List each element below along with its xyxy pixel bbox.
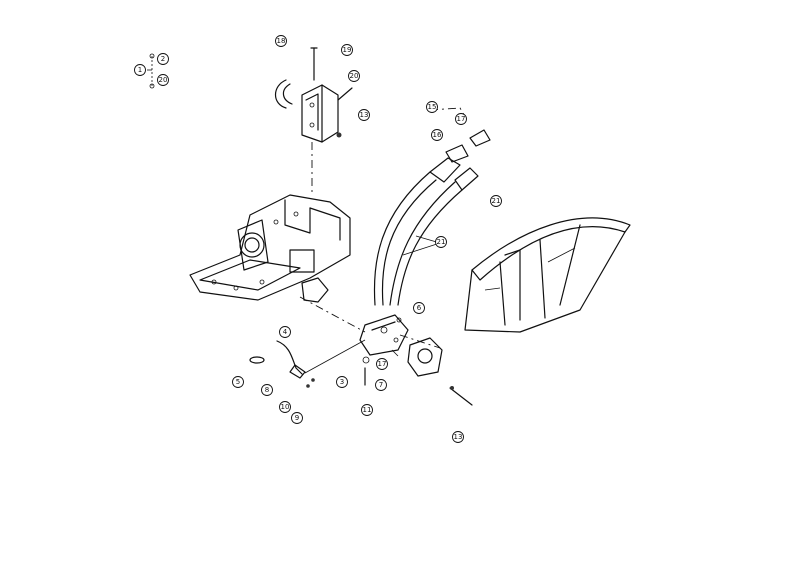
callout-circle: [375, 379, 387, 391]
callout-20: 20: [348, 70, 360, 82]
callout-number: 19: [343, 46, 352, 54]
callout-17: 17: [376, 358, 388, 370]
callout-number: 4: [283, 328, 288, 336]
callout-number: 15: [428, 103, 437, 111]
callout-10: 10: [279, 401, 291, 413]
callout-number: 1: [138, 66, 142, 74]
callout-20: 20: [157, 74, 169, 86]
callout-circle: [279, 401, 291, 413]
callout-circle: [134, 64, 146, 76]
callout-number: 20: [159, 76, 168, 84]
callout-number: 13: [454, 433, 463, 441]
callout-circle: [232, 376, 244, 388]
callout-number: 3: [340, 378, 344, 386]
callout-number: 20: [350, 72, 359, 80]
callout-circle: [261, 384, 273, 396]
callout-circle: [435, 236, 447, 248]
callout-number: 7: [379, 381, 383, 389]
callout-circle: [376, 358, 388, 370]
callout-circle: [157, 74, 169, 86]
callout-4: 4: [279, 326, 291, 338]
callout-16: 16: [431, 129, 443, 141]
callout-circle: [413, 302, 425, 314]
callout-circle: [455, 113, 467, 125]
callout-number: 16: [433, 131, 442, 139]
small-fastener-group: [147, 53, 155, 89]
callout-5: 5: [232, 376, 244, 388]
callout-circle: [361, 404, 373, 416]
callout-7: 7: [375, 379, 387, 391]
callout-number: 6: [417, 304, 422, 312]
callout-number: 10: [281, 403, 290, 411]
callout-labels: 1 2 20 18 19 20 13 15 16 17 21 21 4 5 8 10 9 3 11 17 6 7 13: [134, 35, 502, 443]
callout-circle: [431, 129, 443, 141]
callout-number: 21: [437, 238, 446, 246]
callout-11: 11: [361, 404, 373, 416]
callout-circle: [452, 431, 464, 443]
callout-9: 9: [291, 412, 303, 424]
callout-number: 13: [360, 111, 369, 119]
callout-circle: [358, 109, 370, 121]
callout-number: 18: [277, 37, 286, 45]
callout-13: 13: [452, 431, 464, 443]
callout-number: 2: [161, 55, 165, 63]
callout-number: 9: [295, 414, 299, 422]
callout-circle: [157, 53, 169, 65]
callout-number: 21: [492, 197, 501, 205]
callout-8: 8: [261, 384, 273, 396]
callout-13: 13: [358, 109, 370, 121]
callout-1: 1: [134, 64, 146, 76]
callout-circle: [336, 376, 348, 388]
callout-number: 5: [236, 378, 240, 386]
callout-number: 11: [363, 406, 372, 414]
upper-bracket-assembly: [274, 47, 353, 195]
transmission-housing: [189, 194, 351, 303]
callout-circle: [341, 44, 353, 56]
callout-circle: [291, 412, 303, 424]
callout-6: 6: [413, 302, 425, 314]
callout-2: 2: [157, 53, 169, 65]
callout-17: 17: [455, 113, 467, 125]
callout-number: 17: [457, 115, 466, 123]
callout-circle: [275, 35, 287, 47]
valve-and-pump-group: [249, 296, 473, 406]
callout-circle: [279, 326, 291, 338]
callout-circle: [490, 195, 502, 207]
callout-number: 17: [378, 360, 387, 368]
callout-circle: [348, 70, 360, 82]
callout-circle: [426, 101, 438, 113]
callout-3: 3: [336, 376, 348, 388]
cab-frame: [464, 217, 631, 333]
callout-21: 21: [435, 236, 447, 248]
callout-18: 18: [275, 35, 287, 47]
callout-21: 21: [490, 195, 502, 207]
callout-15: 15: [426, 101, 438, 113]
callout-number: 8: [265, 386, 269, 394]
callout-19: 19: [341, 44, 353, 56]
